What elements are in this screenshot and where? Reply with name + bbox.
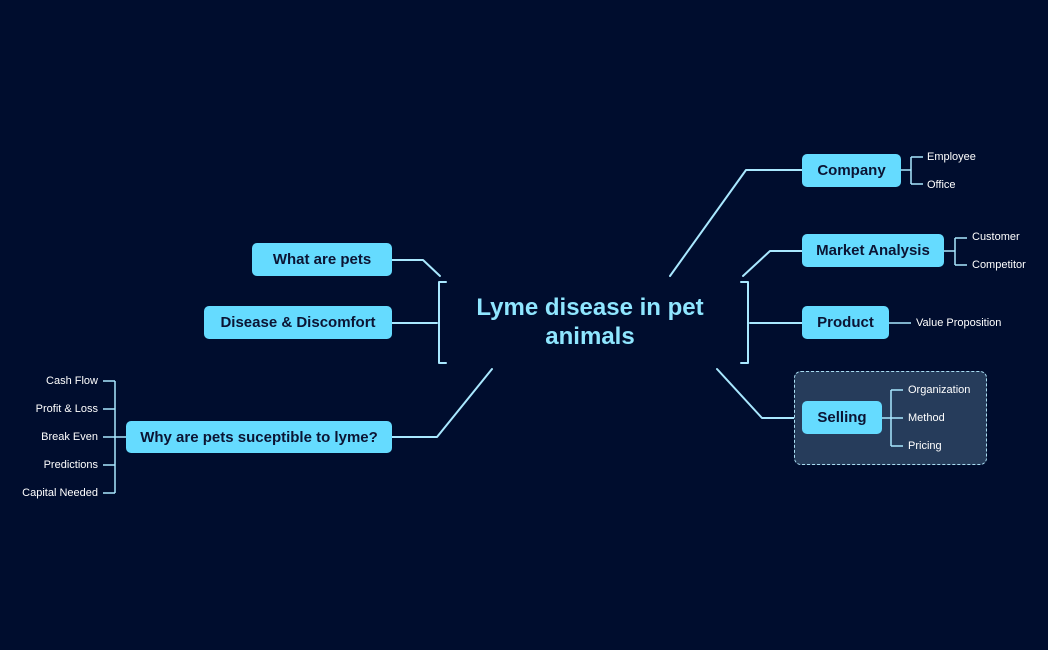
leaf-competitor[interactable]: Competitor: [972, 259, 1026, 271]
leaf-predictions[interactable]: Predictions: [43, 459, 98, 471]
leaf-pricing[interactable]: Pricing: [908, 440, 942, 452]
node-company[interactable]: Company: [802, 154, 901, 187]
connector-why-pets: [391, 368, 493, 438]
leaf-capital-needed[interactable]: Capital Needed: [22, 487, 98, 499]
right-bracket: [740, 281, 749, 364]
connector-selling-children: [882, 389, 903, 447]
leaf-employee[interactable]: Employee: [927, 151, 976, 163]
leaf-organization[interactable]: Organization: [908, 384, 971, 396]
node-product[interactable]: Product: [802, 306, 889, 339]
leaf-customer[interactable]: Customer: [972, 231, 1020, 243]
leaf-office[interactable]: Office: [927, 179, 956, 191]
connector-why-children: [103, 380, 126, 494]
connector-company: [669, 169, 803, 277]
node-selling[interactable]: Selling: [802, 401, 882, 434]
connector-what-are-pets: [391, 259, 441, 277]
node-market-analysis[interactable]: Market Analysis: [802, 234, 944, 267]
left-bracket: [438, 281, 447, 364]
connector-company-children: [901, 156, 923, 185]
connector-market-children: [944, 237, 967, 266]
leaf-value-proposition[interactable]: Value Proposition: [916, 317, 1002, 329]
node-why-pets-susceptible[interactable]: Why are pets suceptible to lyme?: [126, 421, 392, 453]
connector-selling: [716, 368, 803, 419]
connector-market: [742, 250, 803, 277]
node-disease-discomfort[interactable]: Disease & Discomfort: [204, 306, 392, 339]
leaf-cash-flow[interactable]: Cash Flow: [46, 375, 98, 387]
leaf-profit-loss[interactable]: Profit & Loss: [35, 403, 98, 415]
leaf-break-even[interactable]: Break Even: [41, 431, 98, 443]
central-topic[interactable]: Lyme disease in pet animals: [476, 294, 704, 350]
leaf-method[interactable]: Method: [908, 412, 945, 424]
node-what-are-pets[interactable]: What are pets: [252, 243, 392, 276]
